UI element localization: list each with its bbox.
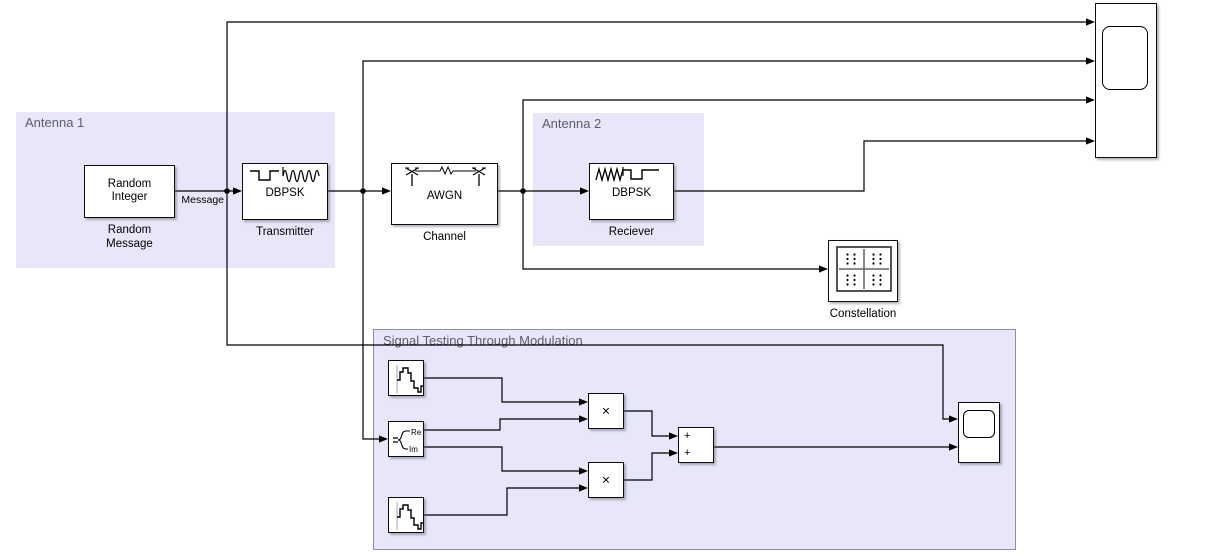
block-sum[interactable]: ++ (678, 427, 714, 463)
block-text-line: AWGN (426, 190, 463, 203)
arrowhead-sine1-to-product1-in1 (579, 398, 588, 406)
region-title-antenna-2: Antenna 2 (542, 116, 602, 131)
sine-wave-2-icon (396, 502, 423, 530)
block-scope-main[interactable] (1095, 3, 1157, 158)
arrowhead-random-to-transmitter (233, 187, 242, 195)
block-text-line: DBPSK (612, 187, 651, 200)
block-constellation[interactable] (828, 240, 898, 302)
multiply-symbol: × (601, 471, 611, 488)
sine-wave-1-icon (396, 365, 423, 393)
wire-sine1-to-product1-in1[interactable] (424, 377, 580, 403)
block-label-constellation: Constellation (788, 307, 938, 321)
arrowhead-message-to-mod-scope-in1 (949, 415, 958, 423)
arrowhead-receiver-to-scope-in4 (1086, 137, 1095, 145)
wire-im-to-product2-in1[interactable] (424, 446, 580, 472)
block-label-channel: Channel (370, 230, 520, 244)
arrowhead-transmitter-to-scope-in2 (1086, 57, 1095, 65)
block-sine-wave-2[interactable] (388, 497, 424, 533)
arrowhead-sum-to-mod-scope-in2 (949, 443, 958, 451)
block-scope-modulation[interactable] (958, 402, 1000, 463)
arrowhead-transmitter-to-complex-split (379, 435, 388, 443)
block-channel[interactable]: AWGN (391, 163, 498, 225)
block-label-line: Random (107, 224, 152, 236)
wire-receiver-to-scope-in4[interactable] (674, 140, 1087, 192)
wire-channel-to-constellation[interactable] (522, 191, 820, 270)
port-label-re: Re (411, 428, 422, 437)
transmitter-icon (250, 167, 320, 183)
block-text-receiver: DBPSK (590, 187, 673, 201)
arrowhead-product1-to-sum-in1 (669, 432, 678, 440)
block-text-transmitter: DBPSK (243, 187, 327, 201)
arrowhead-channel-to-receiver (580, 187, 589, 195)
block-label-line: Channel (423, 231, 466, 243)
block-product-1[interactable]: × (588, 393, 624, 429)
region-title-antenna-1: Antenna 1 (25, 115, 85, 130)
scope-screen-icon (1102, 26, 1148, 90)
wire-message-to-scope-in1[interactable] (226, 21, 1087, 191)
wire-message-to-mod-scope-in1[interactable] (226, 191, 950, 420)
region-title-signal-testing: Signal Testing Through Modulation (383, 333, 583, 348)
block-transmitter[interactable]: DBPSK (242, 163, 328, 220)
block-label-transmitter: Transmitter (210, 225, 360, 239)
block-label-line: Reciever (608, 226, 655, 238)
junction-dot-1 (360, 188, 366, 194)
block-label-line: Constellation (829, 308, 897, 320)
block-label-receiver: Reciever (557, 225, 707, 239)
wire-label-0: Message (181, 194, 224, 206)
block-text-line: DBPSK (265, 187, 305, 200)
wire-product1-to-sum-in1[interactable] (624, 410, 670, 437)
block-receiver[interactable]: DBPSK (589, 163, 674, 220)
multiply-symbol: × (601, 402, 611, 419)
wire-product2-to-sum-in2[interactable] (624, 452, 670, 481)
wire-sine2-to-product2-in2[interactable] (424, 487, 580, 516)
block-sine-wave-1[interactable] (388, 360, 424, 396)
constellation-icon (836, 246, 892, 292)
arrowhead-message-to-scope-in1 (1086, 18, 1095, 26)
arrowhead-channel-to-scope-in3 (1086, 96, 1095, 104)
arrowhead-re-to-product1-in2 (579, 415, 588, 423)
receiver-icon (595, 166, 659, 183)
wire-transmitter-to-scope-in2[interactable] (362, 60, 1087, 191)
arrowhead-product2-to-sum-in2 (669, 449, 678, 457)
plus-symbol-2: + (684, 447, 691, 459)
port-label-im: Im (409, 445, 418, 454)
block-text-channel: AWGN (392, 190, 497, 204)
block-text-line: Integer (111, 191, 148, 204)
junction-dot-2 (520, 188, 526, 194)
block-label-line: Message (106, 238, 153, 251)
wire-channel-to-scope-in3[interactable] (522, 99, 1087, 191)
block-text-line: Random (107, 177, 152, 190)
wire-re-to-product1-in2[interactable] (424, 418, 580, 431)
plus-symbol-1: + (684, 430, 691, 442)
arrowhead-im-to-product2-in1 (579, 467, 588, 475)
arrowhead-sine2-to-product2-in2 (579, 484, 588, 492)
arrowhead-transmitter-to-channel (382, 187, 391, 195)
block-label-line: Transmitter (256, 226, 314, 238)
arrowhead-channel-to-constellation (819, 265, 828, 273)
wire-transmitter-to-complex-split[interactable] (362, 191, 380, 440)
scope-screen-icon (963, 410, 995, 438)
channel-icon (405, 165, 486, 186)
block-product-2[interactable]: × (588, 462, 624, 498)
junction-dot-0 (224, 188, 230, 194)
